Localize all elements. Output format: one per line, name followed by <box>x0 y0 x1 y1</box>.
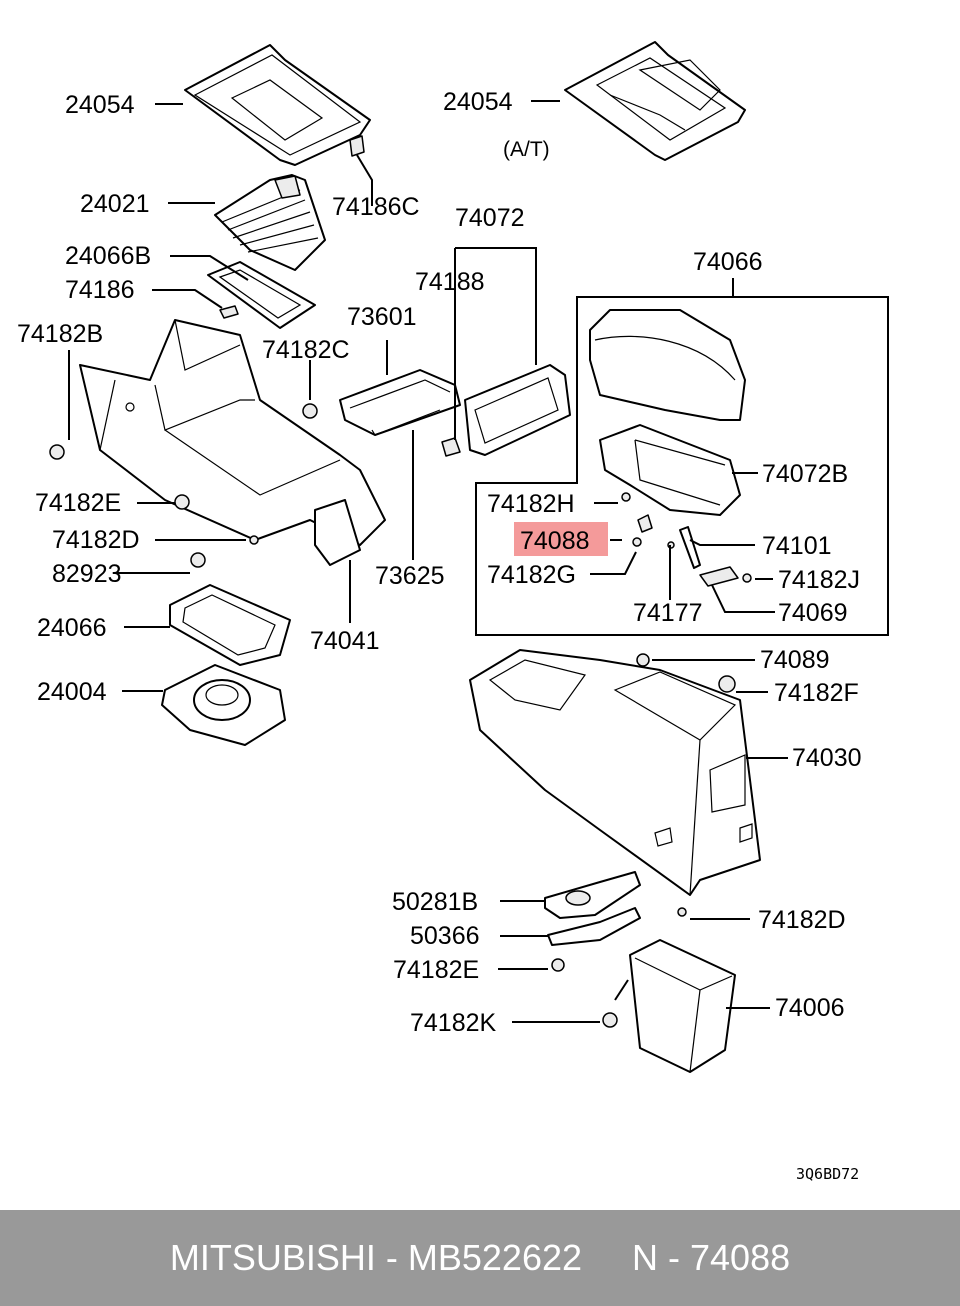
label-74089: 74089 <box>760 646 830 674</box>
label-74177: 74177 <box>633 599 703 627</box>
part-50366-bracket <box>547 907 641 946</box>
label-24066: 24066 <box>37 614 107 642</box>
part-24004-boot <box>161 664 286 746</box>
part-73601-pocket <box>339 369 461 436</box>
label-at-note: (A/T) <box>503 138 550 161</box>
label-74101: 74101 <box>762 532 832 560</box>
label-82923: 82923 <box>52 560 122 588</box>
label-50366: 50366 <box>410 922 480 950</box>
label-74041: 74041 <box>310 627 380 655</box>
label-74182j: 74182J <box>778 566 860 594</box>
label-74182k: 74182K <box>410 1009 497 1037</box>
label-74182b: 74182B <box>17 320 103 348</box>
part-24066-frame <box>169 584 291 666</box>
screw-icons <box>49 403 752 1028</box>
part-24021-boot <box>214 174 326 271</box>
box-74066 <box>475 296 889 636</box>
label-74182d-a: 74182D <box>52 526 140 554</box>
part-74101-strip <box>679 526 701 569</box>
part-labels: 24054 24054 (A/T) 24021 74186C 74072 240… <box>17 88 862 1183</box>
label-74072: 74072 <box>455 204 525 232</box>
label-74006: 74006 <box>775 994 845 1022</box>
diagram-code: 3Q6BD72 <box>796 1165 859 1183</box>
highlight-74088 <box>514 522 608 556</box>
label-74182g: 74182G <box>487 561 576 589</box>
part-74069-latch <box>699 566 739 587</box>
label-73625: 73625 <box>375 562 445 590</box>
label-74182f: 74182F <box>774 679 859 707</box>
part-24054-plate <box>184 44 371 166</box>
label-74066: 74066 <box>693 248 763 276</box>
label-74182e-b: 74182E <box>393 956 479 984</box>
part-number-banner: MITSUBISHI - MB522622 N - 74088 <box>0 1210 960 1306</box>
part-74006-bin <box>629 939 736 1073</box>
label-24054-a: 24054 <box>65 91 135 119</box>
part-50281b-bracket <box>544 871 641 919</box>
part-74188-clip <box>441 437 461 457</box>
leader-lines <box>68 100 788 1023</box>
part-74066-armrest <box>589 309 746 421</box>
label-74069: 74069 <box>778 599 848 627</box>
label-50281b: 50281B <box>392 888 478 916</box>
part-74072-lid <box>464 364 571 456</box>
part-74088-clip <box>637 514 653 533</box>
label-74182d-b: 74182D <box>758 906 846 934</box>
part-74030-console <box>469 649 761 896</box>
part-number-text: MITSUBISHI - MB522622 N - 74088 <box>169 1237 791 1278</box>
label-74182e-a: 74182E <box>35 489 121 517</box>
label-74188: 74188 <box>415 268 485 296</box>
label-74088: 74088 <box>520 527 590 555</box>
label-24066b: 24066B <box>65 242 151 270</box>
label-74182h: 74182H <box>487 490 575 518</box>
label-24021: 24021 <box>80 190 150 218</box>
label-74030: 74030 <box>792 744 862 772</box>
label-24054-b: 24054 <box>443 88 513 116</box>
label-73601: 73601 <box>347 303 417 331</box>
label-74186c: 74186C <box>332 193 420 221</box>
part-24066b-frame <box>207 261 316 329</box>
label-74186: 74186 <box>65 276 135 304</box>
part-24054-at-plate <box>564 41 746 161</box>
part-74072b-box <box>599 424 741 516</box>
parts-diagram: 24054 24054 (A/T) 24021 74186C 74072 240… <box>17 41 889 1183</box>
label-74182c: 74182C <box>262 336 350 364</box>
label-74072b: 74072B <box>762 460 848 488</box>
label-24004: 24004 <box>37 678 107 706</box>
